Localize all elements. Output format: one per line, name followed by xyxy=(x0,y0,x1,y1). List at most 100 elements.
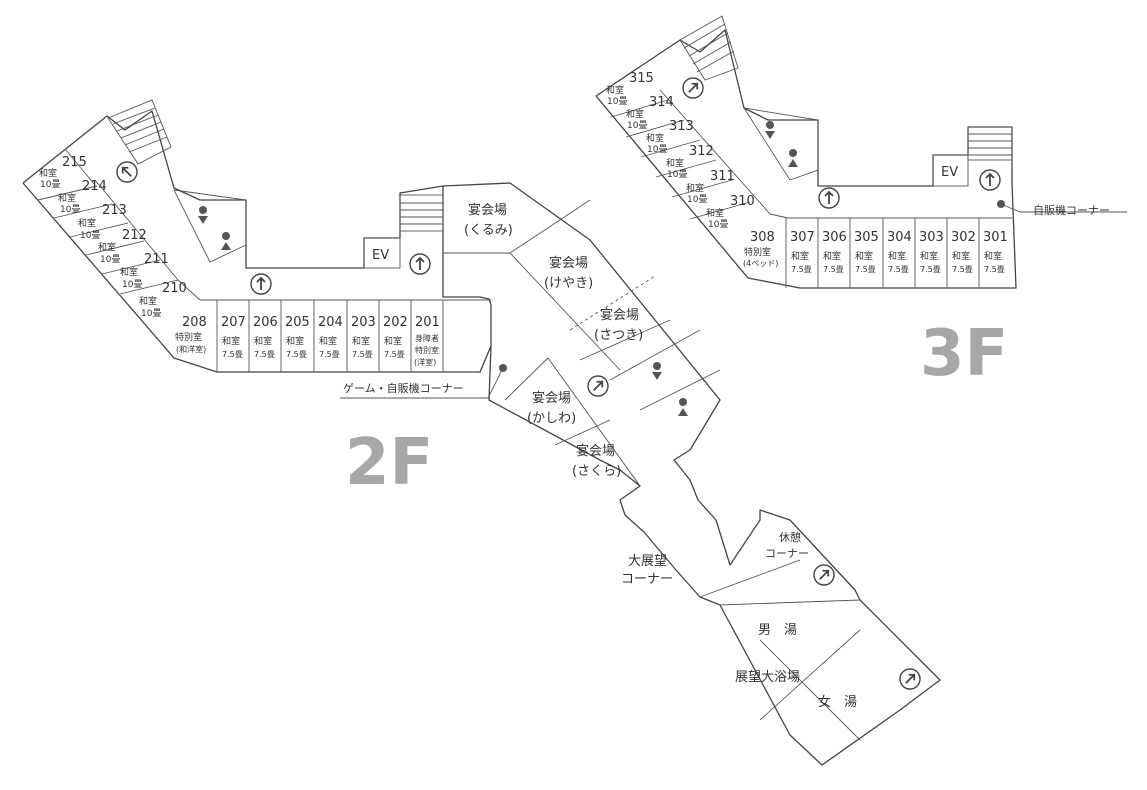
room-line1: 特別室 xyxy=(744,246,771,258)
room-line2: 7.5畳 xyxy=(791,265,812,274)
room-number: 202 xyxy=(383,315,408,330)
room-type: 和室 xyxy=(120,266,138,278)
room-214: 214 和室 10畳 xyxy=(58,179,107,215)
room-type: 和室 xyxy=(706,207,724,219)
room-215: 215 和室 10畳 xyxy=(39,155,87,190)
room-312: 312 和室 10畳 xyxy=(666,144,714,180)
room-size: 10畳 xyxy=(122,279,142,290)
room-size: 10畳 xyxy=(80,230,100,241)
room-size: 10畳 xyxy=(667,169,687,180)
hall-sub: (けやき) xyxy=(544,276,593,291)
womens-toilet-icon xyxy=(788,149,798,167)
hall-sub: (かしわ) xyxy=(527,411,576,426)
hall-name: 宴会場 xyxy=(576,443,615,459)
room-line1: 和室 xyxy=(286,335,304,347)
room-type: 和室 xyxy=(666,157,684,169)
room-line2: 7.5畳 xyxy=(352,350,373,359)
direction-arrow-icon xyxy=(587,375,609,397)
room-line1: 身障者 xyxy=(415,333,439,343)
room-line3: (洋室) xyxy=(414,357,436,367)
direction-arrow-icon xyxy=(813,564,835,586)
floor-2f xyxy=(22,99,941,766)
room-line1: 和室 xyxy=(222,335,240,347)
room-308: 308 特別室 (4ベッド) xyxy=(743,230,778,268)
hall-name: 宴会場 xyxy=(468,202,507,218)
room-size: 10畳 xyxy=(708,219,728,230)
room-line1: 和室 xyxy=(319,335,337,347)
room-line2: 7.5畳 xyxy=(823,265,844,274)
room-213: 213 和室 10畳 xyxy=(78,203,127,241)
room-line1: 和室 xyxy=(791,250,809,262)
room-number: 211 xyxy=(144,252,169,267)
banquet-halls: 宴会場 (くるみ) 宴会場 (けやき) 宴会場 (さつき) 宴会場 (かしわ) … xyxy=(464,202,643,479)
hall-sub: (くるみ) xyxy=(464,223,513,238)
room-203: 203 和室 7.5畳 xyxy=(351,315,376,359)
room-number: 210 xyxy=(162,281,187,296)
room-line2: 7.5畳 xyxy=(319,350,340,359)
room-line2: 7.5畳 xyxy=(952,265,973,274)
hall-keyaki: 宴会場 (けやき) xyxy=(544,255,593,291)
hall-sub: (さくら) xyxy=(572,464,621,479)
room-number: 302 xyxy=(951,230,976,245)
room-number: 310 xyxy=(730,194,755,209)
hall-name: 宴会場 xyxy=(532,390,571,406)
floor-label-3f: 3F xyxy=(920,317,1008,391)
room-line1: 和室 xyxy=(352,335,370,347)
direction-arrow-icon xyxy=(979,169,1001,191)
room-line2: (4ベッド) xyxy=(743,259,778,268)
women-bath-label: 女 湯 xyxy=(818,694,857,710)
room-type: 和室 xyxy=(606,84,624,96)
room-line2: 7.5畳 xyxy=(286,350,307,359)
room-size: 10畳 xyxy=(100,254,120,265)
room-number: 208 xyxy=(182,315,207,330)
vending-corner-label: 自販機コーナー xyxy=(1033,203,1110,217)
room-number: 204 xyxy=(318,315,343,330)
room-202: 202 和室 7.5畳 xyxy=(383,315,408,359)
room-207: 207 和室 7.5畳 xyxy=(221,315,246,359)
hall-sakura: 宴会場 (さくら) xyxy=(572,443,621,479)
room-310: 310 和室 10畳 xyxy=(706,194,755,230)
room-number: 305 xyxy=(854,230,879,245)
room-line2: 7.5畳 xyxy=(984,265,1005,274)
room-201: 201 身障者 特別室 (洋室) xyxy=(414,315,440,367)
room-304: 304 和室 7.5畳 xyxy=(887,230,912,274)
womens-toilet-icon xyxy=(221,232,231,250)
room-line1: 和室 xyxy=(920,250,938,262)
floor-2f-row-rooms: 208 特別室 (和洋室) 207 和室 7.5畳 206 和室 7.5畳 20… xyxy=(175,315,440,367)
room-type: 和室 xyxy=(626,108,644,120)
room-number: 304 xyxy=(887,230,912,245)
direction-arrow-icon xyxy=(250,273,272,295)
womens-toilet-icon xyxy=(678,398,688,416)
room-205: 205 和室 7.5畳 xyxy=(285,315,310,359)
rest-corner-label-1: 休憩 xyxy=(779,530,801,544)
hall-kurumi: 宴会場 (くるみ) xyxy=(464,202,513,238)
room-size: 10畳 xyxy=(687,194,707,205)
hall-kashiwa: 宴会場 (かしわ) xyxy=(527,390,576,426)
room-number: 203 xyxy=(351,315,376,330)
direction-arrow-icon xyxy=(899,668,921,690)
direction-arrow-icon xyxy=(116,161,138,183)
room-line2: (和洋室) xyxy=(176,344,206,354)
hall-sub: (さつき) xyxy=(594,328,643,343)
stairs xyxy=(107,99,444,232)
room-line2: 7.5畳 xyxy=(254,350,275,359)
room-line1: 和室 xyxy=(384,335,402,347)
room-type: 和室 xyxy=(646,132,664,144)
room-number: 306 xyxy=(822,230,847,245)
room-line1: 和室 xyxy=(952,250,970,262)
room-number: 311 xyxy=(710,169,735,184)
direction-arrow-icon xyxy=(818,187,840,209)
floor-3f xyxy=(595,15,1127,289)
room-size: 10畳 xyxy=(647,144,667,155)
room-type: 和室 xyxy=(139,295,157,307)
toilet-markers xyxy=(198,121,798,416)
room-size: 10畳 xyxy=(141,308,161,319)
room-311: 311 和室 10畳 xyxy=(686,169,735,205)
room-line2: 7.5畳 xyxy=(855,265,876,274)
room-number: 213 xyxy=(102,203,127,218)
room-number: 214 xyxy=(82,179,107,194)
room-number: 215 xyxy=(62,155,87,170)
room-number: 212 xyxy=(122,228,147,243)
men-bath-label: 男 湯 xyxy=(758,623,797,638)
room-line1: 和室 xyxy=(855,250,873,262)
